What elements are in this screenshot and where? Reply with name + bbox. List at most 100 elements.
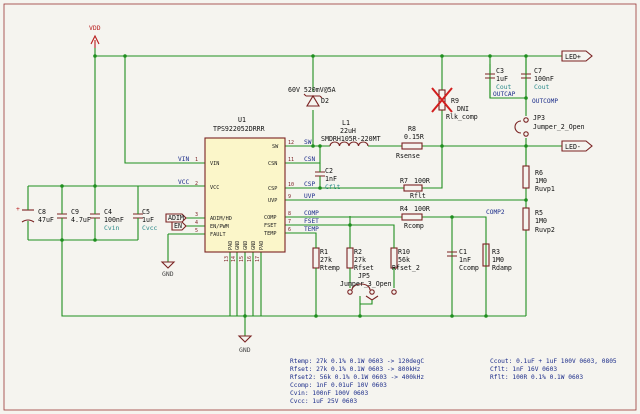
- r4-ref: R4: [400, 205, 408, 213]
- note-right-3: Rflt: 100R 0.1% 0.1W 0603: [490, 374, 583, 381]
- net-comp: COMP: [304, 210, 319, 217]
- resistor-r3: R3 1M0 Rdamp: [482, 243, 512, 272]
- resistor-r7: R7 100R Rflt: [400, 177, 430, 200]
- resistor-r6: R6 1M0 Ruvp1: [522, 165, 555, 193]
- gnd-symbol-2: GND: [237, 335, 253, 354]
- r10-name: Rfset_2: [392, 264, 420, 272]
- capacitor-c3: C3 1uF Cout: [485, 64, 512, 98]
- note-right-2: Cflt: 1nF 16V 0603: [490, 366, 557, 373]
- r4-value: 100R: [414, 205, 430, 213]
- jp5-ref: JP5: [358, 272, 370, 280]
- l1-ref: L1: [342, 119, 350, 127]
- ic-pin-adim-name: ADIM/HD: [210, 216, 232, 222]
- adim-input-flag: ADIM: [165, 213, 187, 223]
- en-label: EN: [174, 222, 182, 230]
- l1-mpn: SMDRH105R-220MT: [321, 135, 381, 143]
- gnd-symbol-1: GND: [160, 261, 176, 278]
- r8-value: 0.15R: [404, 133, 424, 141]
- c2-name: Cflt: [325, 183, 341, 191]
- d2-value: 60V 520mV@5A: [288, 86, 336, 94]
- ic-pin-12-num: 12: [288, 140, 294, 146]
- r8-ref: R8: [408, 125, 416, 133]
- note-left-4: Ccomp: 1nF 0.01uF 10V 0603: [290, 382, 387, 389]
- c3-name: Cout: [496, 83, 512, 91]
- c4-ref: C4: [104, 208, 112, 216]
- notes-right: Ccout: 0.1uF + 1uF 100V 0603, 0805 Cflt:…: [490, 358, 617, 381]
- en-input-flag: EN: [171, 221, 187, 231]
- net-comp2: COMP2: [486, 209, 505, 216]
- r2-name: Rfset: [354, 264, 374, 272]
- r6-name: Ruvp1: [535, 185, 555, 193]
- ic-pin-16-num: 16: [247, 256, 253, 262]
- r9-name: Rlk_comp: [446, 113, 478, 121]
- c7-value: 100nF: [534, 75, 554, 83]
- c4-name: Cvin: [104, 224, 120, 232]
- vdd-symbol: VDD: [89, 24, 101, 48]
- ic-pin-vin-name: VIN: [210, 161, 219, 167]
- c5-ref: C5: [142, 208, 150, 216]
- net-outcap: OUTCAP: [493, 91, 516, 98]
- net-vin: VIN: [178, 156, 189, 163]
- c7-name: Cout: [534, 83, 550, 91]
- ic-pin-17-num: 17: [255, 256, 261, 262]
- resistor-r8: R8 0.15R Rsense: [396, 125, 424, 160]
- r6-ref: R6: [535, 169, 543, 177]
- r10-ref: R10: [398, 248, 410, 256]
- note-right-1: Ccout: 0.1uF + 1uF 100V 0603, 0805: [490, 358, 617, 365]
- net-temp: TEMP: [304, 226, 319, 233]
- capacitor-c5: C5 1uF Cvcc: [133, 208, 158, 232]
- ic-u1: U1 TPS922052DRRR VIN 1 VCC 2 ADIM/HD 3 E…: [195, 116, 294, 262]
- ic-pin-uvp-name: UVP: [268, 198, 277, 204]
- c5-value: 1uF: [142, 216, 154, 224]
- gnd-label-2: GND: [239, 346, 251, 354]
- jumper-jp5: JP5 Jumper_3_Open: [340, 272, 397, 305]
- adim-label: ADIM: [168, 214, 184, 222]
- capacitor-c1: C1 1nF Ccomp: [447, 248, 479, 272]
- ic-pin-10-num: 10: [288, 182, 294, 188]
- svg-text:+: +: [16, 205, 20, 213]
- gnd-label-1: GND: [162, 270, 174, 278]
- r1-name: Rtemp: [320, 264, 340, 272]
- resistor-r5: R5 1M0 Ruvp2: [522, 207, 555, 234]
- c9-ref: C9: [71, 208, 79, 216]
- r3-name: Rdamp: [492, 264, 512, 272]
- r4-name: Rcomp: [404, 222, 424, 230]
- ic-pin-csn-name: CSN: [268, 161, 277, 167]
- r8-name: Rsense: [396, 152, 420, 160]
- r7-value: 100R: [414, 177, 430, 185]
- ic-pin-vcc-name: VCC: [210, 185, 219, 191]
- ic-pin-11-num: 11: [288, 157, 294, 163]
- resistor-r4: R4 100R Rcomp: [400, 205, 430, 230]
- net-csn: CSN: [304, 156, 315, 163]
- ic-pin-14-num: 14: [231, 256, 237, 262]
- ic-pin-8-num: 8: [288, 211, 291, 217]
- capacitor-c7: C7 100nF Cout: [521, 64, 554, 98]
- c1-name: Ccomp: [459, 264, 479, 272]
- ic-pin-2-num: 2: [195, 181, 198, 187]
- ic-pin-5-num: 5: [195, 228, 198, 234]
- ic-pin-15-num: 15: [239, 256, 245, 262]
- ic-pin-14-name: GND: [235, 241, 241, 250]
- notes-left: Rtemp: 27k 0.1% 0.1W 0603 -> 120degC Rfs…: [290, 358, 424, 405]
- r3-ref: R3: [492, 248, 500, 256]
- vdd-label: VDD: [89, 24, 101, 32]
- jp5-value: Jumper_3_Open: [340, 280, 392, 288]
- r5-name: Ruvp2: [535, 226, 555, 234]
- note-left-3: Rfset2: 56k 0.1% 0.1W 0603 -> 400kHz: [290, 374, 424, 381]
- c9-value: 4.7uF: [71, 216, 91, 224]
- ic-pin-17-name: PAD: [259, 241, 265, 250]
- sheet-border: [3, 3, 637, 411]
- r3-value: 1M0: [492, 256, 504, 264]
- capacitor-c8: + C8 47uF: [16, 205, 54, 226]
- jp3-value: Jumper_2_Open: [533, 123, 585, 131]
- r5-value: 1M0: [535, 217, 547, 225]
- note-left-6: Cvcc: 1uF 25V 0603: [290, 398, 357, 405]
- ic-pin-1-num: 1: [195, 157, 198, 163]
- resistor-r10: R10 56k Rfset_2: [390, 230, 420, 272]
- net-outcomp: OUTCOMP: [532, 98, 558, 105]
- resistor-r9-dni: R9 DNI Rlk_comp: [431, 87, 478, 121]
- inductor-l1: L1 22uH SMDRH105R-220MT: [321, 119, 381, 147]
- resistor-r1: R1 27k Rtemp: [312, 244, 340, 272]
- ic-pin-en-name: EN/PWM: [210, 224, 229, 230]
- d2-ref: D2: [321, 97, 329, 105]
